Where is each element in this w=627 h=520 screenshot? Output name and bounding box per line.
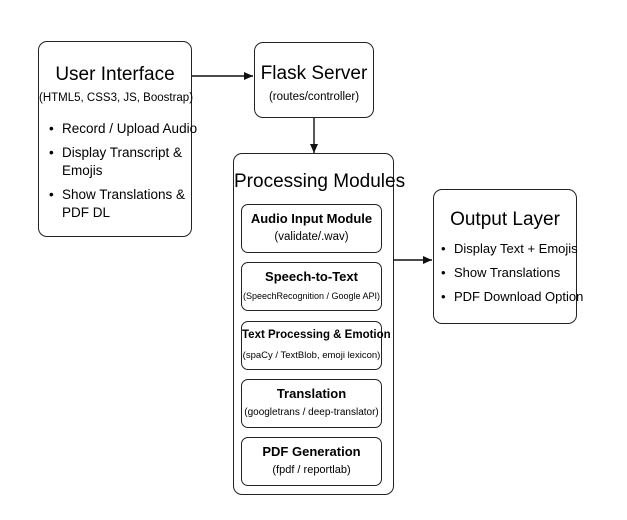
user-interface-subtitle: (HTML5, CSS3, JS, Boostrap): [39, 92, 194, 104]
module-subtitle: (SpeechRecognition / Google API): [242, 291, 381, 301]
list-item-continuation: PDF DL: [62, 205, 111, 220]
module-text-processing: Text Processing & Emotion (spaCy / TextB…: [241, 321, 391, 370]
module-subtitle: (validate/.wav): [274, 231, 349, 243]
module-subtitle: (fpdf / reportlab): [272, 464, 351, 476]
module-subtitle: (googletrans / deep-translator): [244, 407, 379, 418]
flask-server-box: Flask Server (routes/controller): [254, 42, 374, 118]
module-title: PDF Generation: [262, 444, 361, 459]
module-title: Translation: [276, 386, 347, 401]
output-layer-list: Display Text + Emojis Show Translations …: [441, 240, 583, 306]
output-layer-box: Output Layer Display Text + Emojis Show …: [433, 189, 583, 324]
processing-modules-box: Processing Modules Audio Input Module (v…: [233, 153, 406, 495]
module-title: Speech-to-Text: [265, 269, 358, 284]
user-interface-title: User Interface: [55, 64, 175, 85]
user-interface-list: Record / Upload Audio Display Transcript…: [49, 120, 197, 222]
module-speech-to-text: Speech-to-Text (SpeechRecognition / Goog…: [241, 262, 382, 311]
list-item: PDF Download Option: [441, 288, 583, 306]
list-item: Show Translations: [441, 264, 583, 282]
list-item: Display Text + Emojis: [441, 240, 583, 258]
user-interface-box: User Interface (HTML5, CSS3, JS, Boostra…: [38, 41, 197, 237]
module-title: Text Processing & Emotion: [242, 329, 391, 341]
list-item: Display Transcript &: [49, 144, 197, 162]
processing-modules-title: Processing Modules: [234, 171, 406, 192]
module-subtitle: (spaCy / TextBlob, emoji lexicon): [242, 350, 381, 361]
output-layer-title: Output Layer: [450, 209, 560, 230]
module-pdf-generation: PDF Generation (fpdf / reportlab): [241, 437, 382, 486]
module-translation: Translation (googletrans / deep-translat…: [241, 379, 382, 428]
list-item-continuation: Emojis: [62, 163, 103, 178]
flask-server-subtitle: (routes/controller): [268, 91, 360, 103]
module-audio-input: Audio Input Module (validate/.wav): [241, 204, 382, 253]
list-item: Show Translations &: [49, 186, 197, 204]
flask-server-title: Flask Server: [260, 63, 368, 84]
module-title: Audio Input Module: [250, 211, 373, 226]
list-item: Record / Upload Audio: [49, 120, 197, 138]
